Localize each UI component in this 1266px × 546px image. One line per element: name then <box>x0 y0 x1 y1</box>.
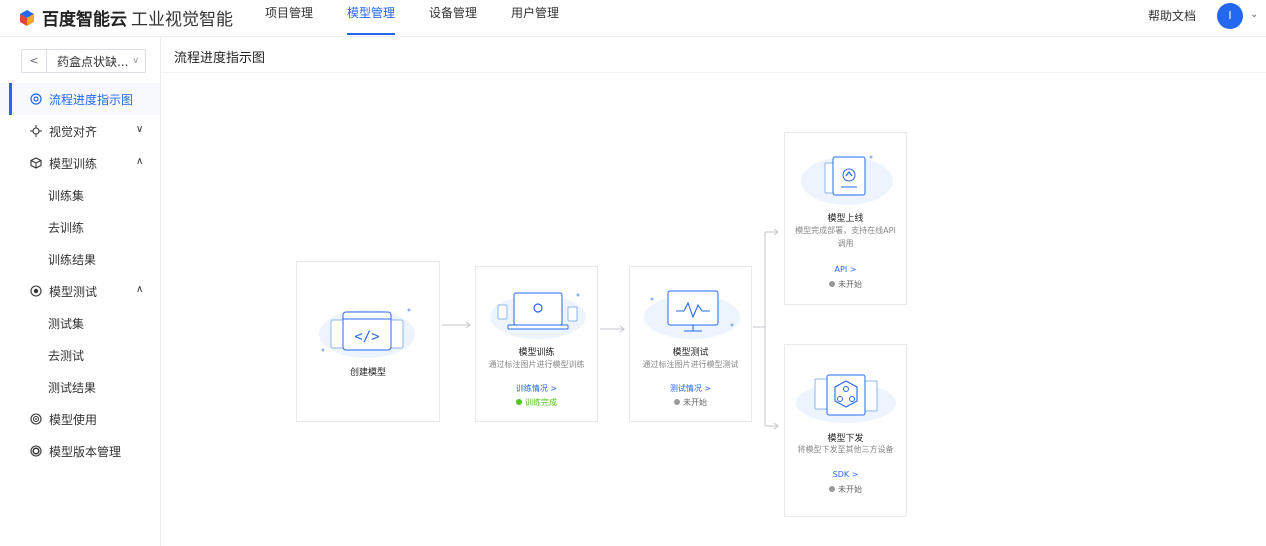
cube-icon <box>29 156 43 170</box>
card-description: 将模型下发至其他三方设备 <box>797 445 894 454</box>
training-status-link[interactable]: 训练情况 > <box>515 384 558 393</box>
card-description: 通过标注图片进行模型训练 <box>488 360 585 369</box>
avatar[interactable]: I <box>1217 3 1243 29</box>
hexagon-network-icon <box>796 374 896 423</box>
status-text: 未开始 <box>838 280 862 289</box>
status-badge: 未开始 <box>630 397 751 408</box>
card-description: 通过标注图片进行模型测试 <box>642 360 739 369</box>
sidebar-item-visual-align[interactable]: 视觉对齐 ∨ <box>0 115 160 147</box>
sidebar-item-model-usage[interactable]: 模型使用 <box>0 403 160 435</box>
testing-status-link[interactable]: 测试情况 > <box>669 384 712 393</box>
card-create-model[interactable]: </> 创建模型 <box>296 261 440 422</box>
code-window-icon: </> <box>319 308 415 358</box>
baidu-cloud-logo-icon <box>20 9 34 26</box>
main-nav: 项目管理 模型管理 设备管理 用户管理 <box>265 0 593 36</box>
sidebar-item-model-training[interactable]: 模型训练 ∧ <box>0 147 160 179</box>
sidebar-item-label: 流程进度指示图 <box>49 92 134 107</box>
status-dot <box>516 399 522 405</box>
status-badge: 未开始 <box>785 484 906 495</box>
nav-project-management[interactable]: 项目管理 <box>265 6 314 20</box>
project-name: 药盒点状缺... <box>57 54 129 69</box>
gear-cube-icon <box>29 284 43 298</box>
card-model-testing[interactable]: 模型测试 通过标注图片进行模型测试 测试情况 > 未开始 <box>629 266 752 422</box>
sidebar-item-label: 模型训练 <box>49 156 98 171</box>
sidebar-menu: 流程进度指示图 视觉对齐 ∨ 模型训练 ∧ 训练集 去训练 训练结果 模型测试 … <box>0 83 160 467</box>
status-text: 训练完成 <box>525 398 557 407</box>
page-title: 流程进度指示图 <box>174 51 266 66</box>
sdk-link[interactable]: SDK > <box>832 470 859 479</box>
sidebar-item-label: 模型版本管理 <box>49 444 122 459</box>
top-navbar: 百度智能云 工业视觉智能 项目管理 模型管理 设备管理 用户管理 帮助文档 I … <box>0 0 1266 37</box>
status-badge: 训练完成 <box>476 397 597 408</box>
sidebar-item-test-set[interactable]: 测试集 <box>48 316 85 331</box>
status-text: 未开始 <box>838 485 862 494</box>
project-selector[interactable]: < 药盒点状缺... ∨ <box>21 49 146 73</box>
card-title: 模型下发 <box>827 434 864 444</box>
card-model-training[interactable]: 模型训练 通过标注图片进行模型训练 训练情况 > 训练完成 <box>475 266 598 422</box>
sidebar-item-training-result[interactable]: 训练结果 <box>48 252 97 267</box>
status-dot <box>674 399 680 405</box>
product-name: 工业视觉智能 <box>131 10 233 30</box>
cloud-upload-icon <box>801 155 893 205</box>
align-icon <box>29 124 43 138</box>
nav-user-management[interactable]: 用户管理 <box>511 6 560 20</box>
chevron-down-icon: ∨ <box>136 124 144 135</box>
flow-connectors <box>442 228 779 430</box>
chevron-left-icon[interactable]: < <box>22 50 47 72</box>
logo[interactable]: 百度智能云 工业视觉智能 <box>18 5 233 30</box>
sidebar-item-go-test[interactable]: 去测试 <box>48 348 85 363</box>
sidebar: < 药盒点状缺... ∨ 流程进度指示图 视觉对齐 ∨ 模型训练 ∧ 训练集 去… <box>0 37 161 546</box>
sidebar-item-go-train[interactable]: 去训练 <box>48 220 85 235</box>
target-icon <box>29 92 43 106</box>
chevron-up-icon: ∧ <box>136 284 144 295</box>
chevron-down-icon: ∨ <box>132 56 139 66</box>
usage-icon <box>29 412 43 426</box>
chevron-up-icon: ∧ <box>136 156 144 167</box>
status-text: 未开始 <box>683 398 707 407</box>
sidebar-item-label: 模型使用 <box>49 412 98 427</box>
help-docs-link[interactable]: 帮助文档 <box>1148 9 1197 23</box>
card-title: 创建模型 <box>349 368 386 378</box>
version-icon <box>29 444 43 458</box>
sidebar-item-model-version[interactable]: 模型版本管理 <box>0 435 160 467</box>
card-model-deliver[interactable]: 模型下发 将模型下发至其他三方设备 SDK > 未开始 <box>784 344 907 517</box>
sidebar-item-flow-progress[interactable]: 流程进度指示图 <box>0 83 160 115</box>
status-dot <box>829 281 835 287</box>
nav-device-management[interactable]: 设备管理 <box>429 6 478 20</box>
card-description: 模型完成部署，支持在线API调用 <box>795 226 896 248</box>
chevron-down-icon[interactable]: ⌄ <box>1250 9 1259 20</box>
card-title: 模型训练 <box>518 348 555 358</box>
sidebar-item-label: 模型测试 <box>49 284 98 299</box>
svg-text:</>: </> <box>354 329 379 345</box>
status-badge: 未开始 <box>785 279 906 290</box>
laptop-icon <box>490 292 586 339</box>
card-model-online[interactable]: 模型上线 模型完成部署，支持在线API调用 API > 未开始 <box>784 132 907 305</box>
card-title: 模型测试 <box>672 348 709 358</box>
divider <box>160 72 1266 73</box>
brand-name: 百度智能云 <box>42 10 127 30</box>
monitor-icon <box>644 290 740 339</box>
nav-model-management[interactable]: 模型管理 <box>347 0 396 36</box>
status-dot <box>829 486 835 492</box>
sidebar-item-label: 视觉对齐 <box>49 124 98 139</box>
sidebar-item-training-set[interactable]: 训练集 <box>48 188 85 203</box>
sidebar-item-model-testing[interactable]: 模型测试 ∧ <box>0 275 160 307</box>
card-title: 模型上线 <box>827 214 864 224</box>
api-link[interactable]: API > <box>834 265 857 274</box>
sidebar-item-test-result[interactable]: 测试结果 <box>48 380 97 395</box>
